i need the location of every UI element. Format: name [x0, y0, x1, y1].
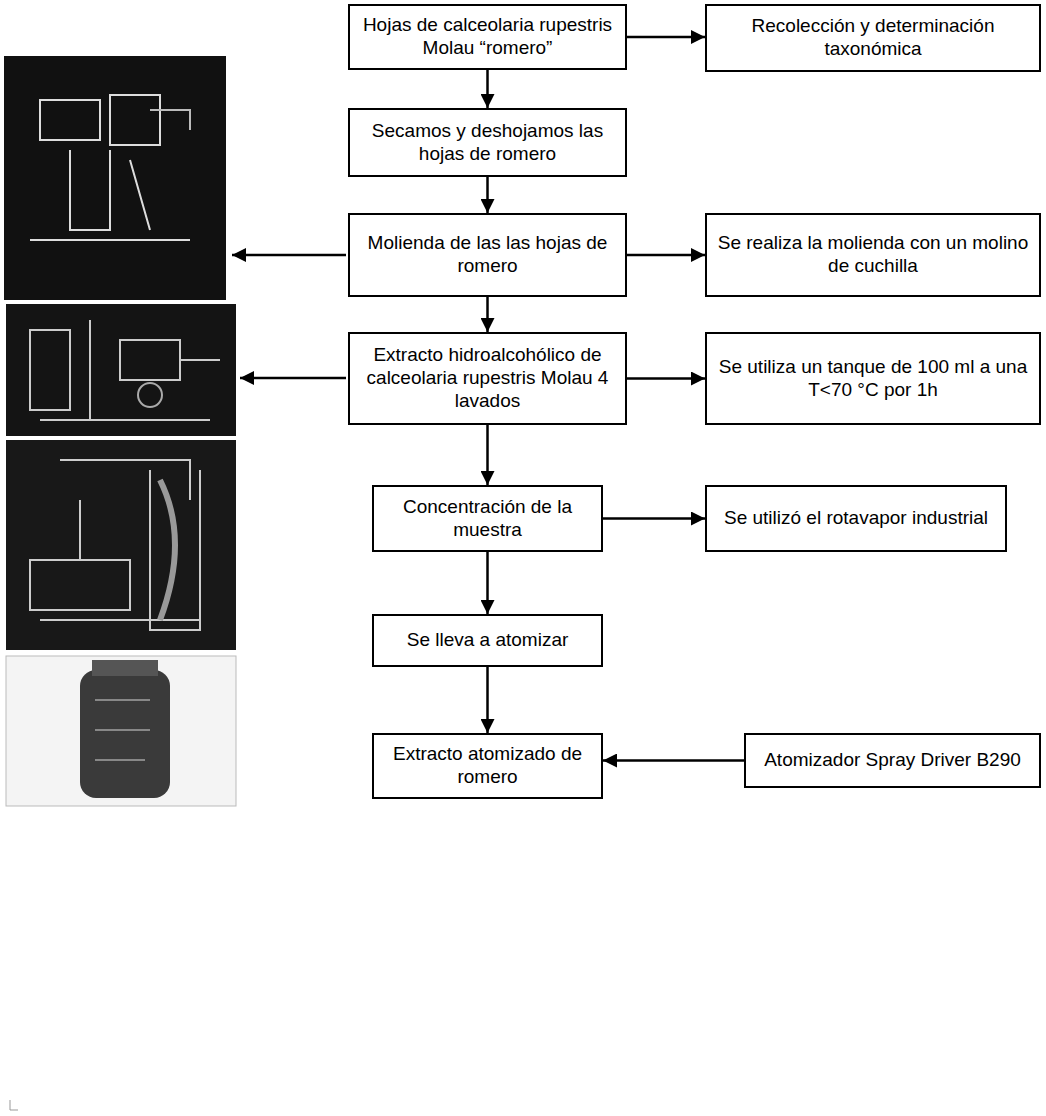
box-text: Extracto atomizado de romero — [384, 743, 591, 789]
box-text: Se utilizó el rotavapor industrial — [724, 507, 988, 530]
process-box: Molienda de las las hojas de romero — [348, 213, 627, 297]
box-text: Se realiza la molienda con un molino de … — [717, 232, 1029, 278]
flow-arrow — [627, 254, 705, 257]
flow-arrow — [627, 36, 705, 39]
box-text: Recolección y determinación taxonómica — [717, 15, 1029, 61]
side-note-box: Recolección y determinación taxonómica — [705, 4, 1041, 72]
mill-photo — [4, 56, 226, 300]
box-text: Concentración de la muestra — [384, 496, 591, 542]
flow-arrow — [486, 177, 489, 213]
flow-arrow — [627, 377, 705, 380]
box-text: Se utiliza un tanque de 100 ml a una T<7… — [717, 356, 1029, 402]
box-text: Atomizador Spray Driver B290 — [764, 749, 1021, 772]
flow-arrow — [486, 667, 489, 733]
photo-arrow — [240, 377, 346, 380]
box-text: Extracto hidroalcohólico de calceolaria … — [360, 344, 615, 412]
side-note-box: Se utilizó el rotavapor industrial — [705, 485, 1007, 552]
flow-arrow — [486, 425, 489, 485]
flow-arrow — [486, 70, 489, 108]
side-note-box: Se utiliza un tanque de 100 ml a una T<7… — [705, 332, 1041, 425]
result-box: Extracto atomizado de romero — [372, 733, 603, 799]
jar-photo — [6, 656, 236, 1110]
flow-arrow — [603, 759, 744, 762]
flow-arrow — [603, 517, 705, 520]
equipment-box: Atomizador Spray Driver B290 — [744, 733, 1041, 788]
box-text: Secamos y deshojamos las hojas de romero — [360, 120, 615, 166]
flow-arrow — [486, 552, 489, 614]
process-box: Se lleva a atomizar — [372, 614, 603, 667]
process-box: Extracto hidroalcohólico de calceolaria … — [348, 332, 627, 425]
box-text: Molienda de las las hojas de romero — [360, 232, 615, 278]
photo-arrow — [232, 254, 346, 257]
box-text: Hojas de calceolaria rupestris Molau “ro… — [360, 14, 615, 60]
process-box: Concentración de la muestra — [372, 485, 603, 552]
process-box: Secamos y deshojamos las hojas de romero — [348, 108, 627, 177]
flow-arrow — [486, 297, 489, 332]
box-text: Se lleva a atomizar — [407, 629, 569, 652]
source-box: Hojas de calceolaria rupestris Molau “ro… — [348, 4, 627, 70]
extraction-tank-photo — [6, 304, 236, 436]
side-note-box: Se realiza la molienda con un molino de … — [705, 213, 1041, 297]
rotavapor-photo — [6, 440, 236, 650]
